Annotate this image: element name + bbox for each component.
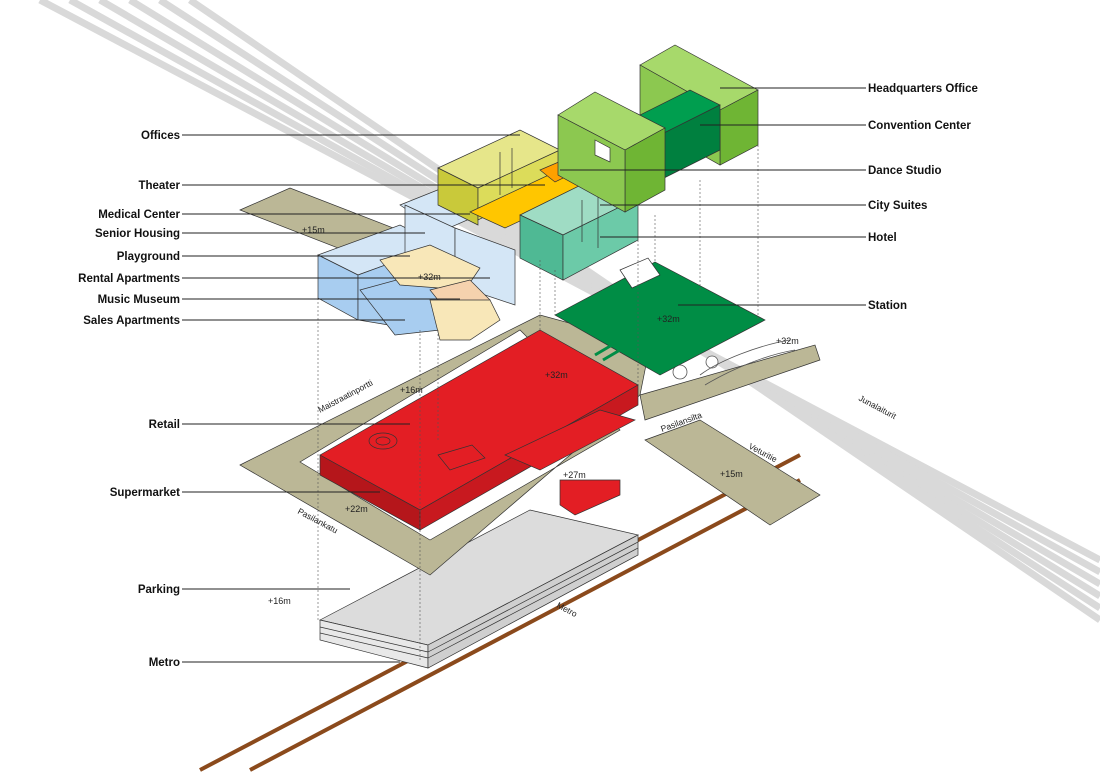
- elevation-tags: +15m +32m +32m +32m +32m +16m +27m +22m …: [268, 225, 799, 606]
- labels-right: Headquarters Office Convention Center Da…: [868, 83, 978, 312]
- elevation-15m-top: +15m: [302, 225, 325, 235]
- elevation-22m: +22m: [345, 504, 368, 514]
- label-station: Station: [868, 300, 907, 312]
- label-convention-center: Convention Center: [868, 120, 971, 132]
- label-city-suites: City Suites: [868, 200, 927, 212]
- label-senior-housing: Senior Housing: [95, 228, 180, 240]
- label-dance-studio: Dance Studio: [868, 165, 941, 177]
- label-music-museum: Music Museum: [98, 294, 180, 306]
- elevation-16m-deck: +16m: [400, 385, 423, 395]
- label-parking: Parking: [138, 584, 180, 596]
- label-offices: Offices: [141, 130, 180, 142]
- label-medical-center: Medical Center: [98, 209, 180, 221]
- label-playground: Playground: [117, 251, 180, 263]
- street-metro: Metro: [555, 600, 579, 619]
- elevation-27m: +27m: [563, 470, 586, 480]
- retail-block: [319, 329, 639, 531]
- elevation-16m-parking: +16m: [268, 596, 291, 606]
- elevation-32m-housing: +32m: [418, 272, 441, 282]
- station-block: [554, 257, 766, 376]
- leader-lines-left: [182, 134, 545, 663]
- parking-structure: [319, 509, 639, 669]
- label-rental-apartments: Rental Apartments: [78, 273, 180, 285]
- label-metro: Metro: [149, 657, 180, 669]
- projection-lines: [317, 145, 759, 662]
- label-hotel: Hotel: [868, 232, 897, 244]
- elevation-32m-station: +32m: [657, 314, 680, 324]
- label-supermarket: Supermarket: [110, 487, 180, 499]
- leader-lines-right: [560, 87, 866, 306]
- label-retail: Retail: [149, 419, 180, 431]
- label-theater: Theater: [138, 180, 180, 192]
- label-headquarters-office: Headquarters Office: [868, 83, 978, 95]
- labels-left: Offices Theater Medical Center Senior Ho…: [78, 130, 180, 669]
- street-junalaiturit: Junalaiturit: [857, 393, 899, 421]
- label-sales-apartments: Sales Apartments: [83, 315, 180, 327]
- elevation-32m-bridge: +32m: [776, 336, 799, 346]
- elevation-32m-retail: +32m: [545, 370, 568, 380]
- elevation-15m-right: +15m: [720, 469, 743, 479]
